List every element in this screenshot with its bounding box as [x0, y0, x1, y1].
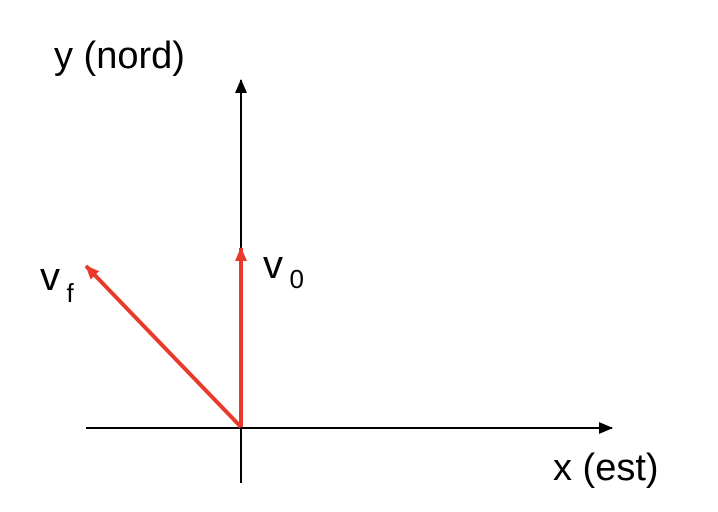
y-axis-label: y (nord)	[54, 35, 185, 77]
vector-v0-subscript: 0	[289, 264, 303, 294]
x-axis-label: x (est)	[553, 447, 659, 489]
vector-vf-arrow	[84, 264, 243, 429]
vector-v0-label: v 0	[263, 243, 304, 294]
vector-vf-symbol: v	[40, 255, 60, 299]
vector-vf-subscript: f	[66, 278, 74, 308]
vector-vf-label: v f	[40, 255, 74, 308]
vector-v0-symbol: v	[263, 243, 283, 287]
